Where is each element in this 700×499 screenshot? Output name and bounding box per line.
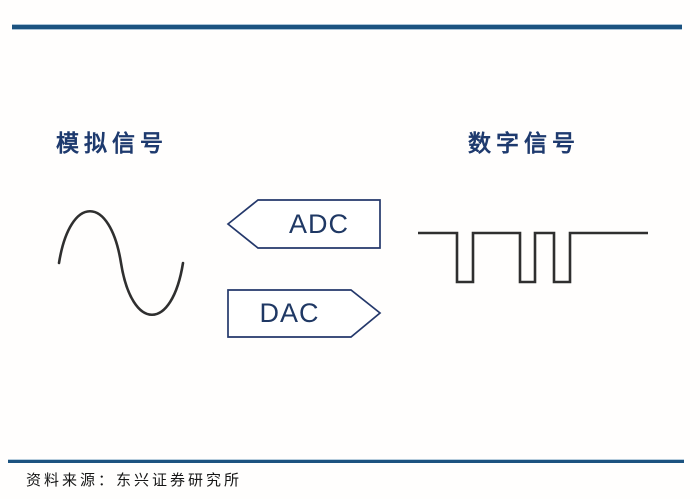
adc-left-arrow-shape <box>226 199 381 249</box>
bottom-divider-rule <box>8 460 684 463</box>
top-divider-rule <box>12 25 682 29</box>
square-wave-icon <box>418 231 648 284</box>
digital-signal-title: 数字信号 <box>468 131 580 156</box>
analog-signal-title: 模拟信号 <box>56 131 168 156</box>
sine-wave-icon <box>57 209 185 317</box>
dac-label: DAC <box>259 297 320 328</box>
source-caption: 资料来源：东兴证券研究所 <box>26 473 243 489</box>
adc-label: ADC <box>288 208 349 239</box>
dac-right-arrow-shape <box>227 289 382 338</box>
